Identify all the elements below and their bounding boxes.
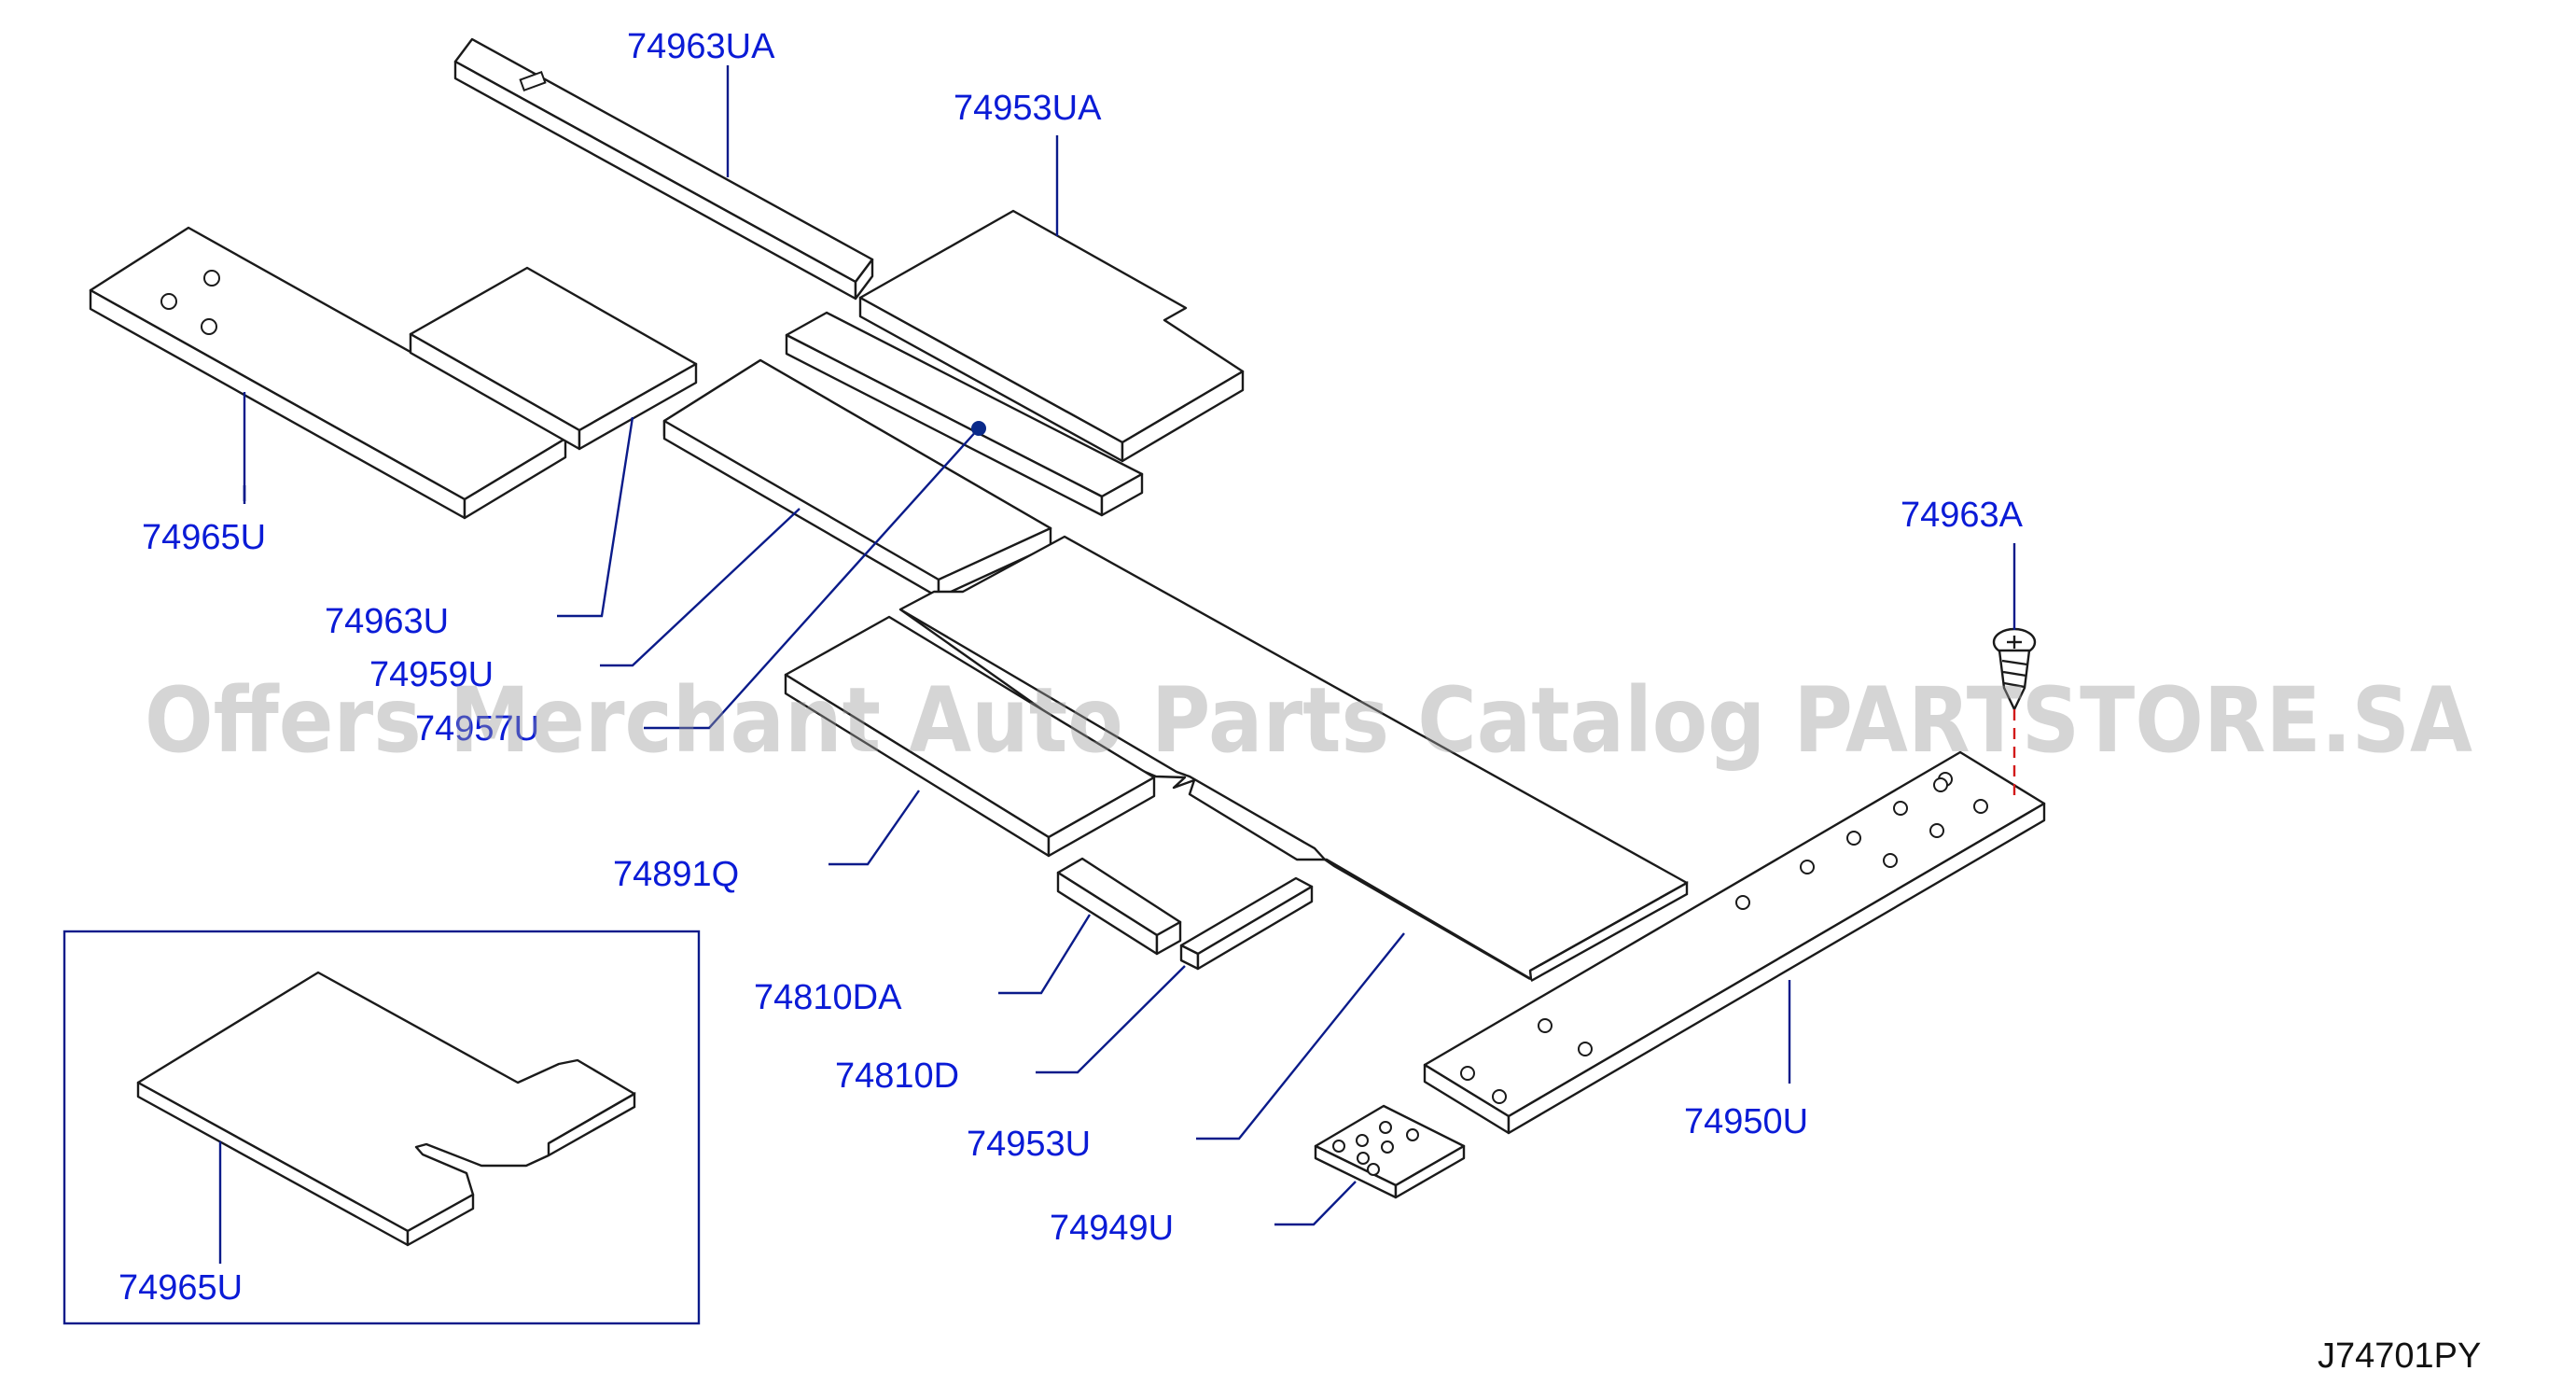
part-74949U-shape <box>1314 1104 1466 1199</box>
label-74891Q: 74891Q <box>613 855 739 894</box>
part-74963UA-shape <box>453 37 874 301</box>
label-74953U: 74953U <box>967 1125 1091 1164</box>
part-74965U-inset-shape <box>136 971 636 1247</box>
label-74957U: 74957U <box>415 709 539 748</box>
leader-lines <box>218 65 2016 1264</box>
part-74963U-shape <box>409 266 698 451</box>
part-74953UA-shape <box>858 209 1245 463</box>
label-74965U-top: 74965U <box>142 518 266 557</box>
part-74957U-shape <box>785 311 1144 517</box>
label-74965U-inset: 74965U <box>118 1268 243 1308</box>
watermark: Offers Merchant Auto Parts Catalog PARTS… <box>145 668 2472 773</box>
label-74810D: 74810D <box>835 1056 959 1096</box>
part-74810DA-shape <box>1056 857 1182 956</box>
part-74891Q-shape <box>784 615 1156 858</box>
part-74810D-shape <box>1179 876 1314 971</box>
label-74810DA: 74810DA <box>754 978 902 1017</box>
label-74959U: 74959U <box>369 655 494 694</box>
label-74963UA: 74963UA <box>627 27 775 66</box>
label-74963A: 74963A <box>1901 496 2024 535</box>
label-74950U: 74950U <box>1684 1102 1808 1141</box>
part-74963A-screw <box>1992 627 2037 803</box>
part-74959U-shape <box>662 358 1052 599</box>
diagram-code: J74701PY <box>2318 1336 2481 1376</box>
label-74949U: 74949U <box>1050 1209 1174 1248</box>
part-74953U-shape <box>898 535 1689 983</box>
label-74953UA: 74953UA <box>954 89 1102 128</box>
label-74963U: 74963U <box>325 602 449 641</box>
inset-frame <box>63 930 701 1325</box>
part-74965U-top-shape <box>89 226 567 520</box>
part-74950U-shape <box>1423 750 2046 1135</box>
